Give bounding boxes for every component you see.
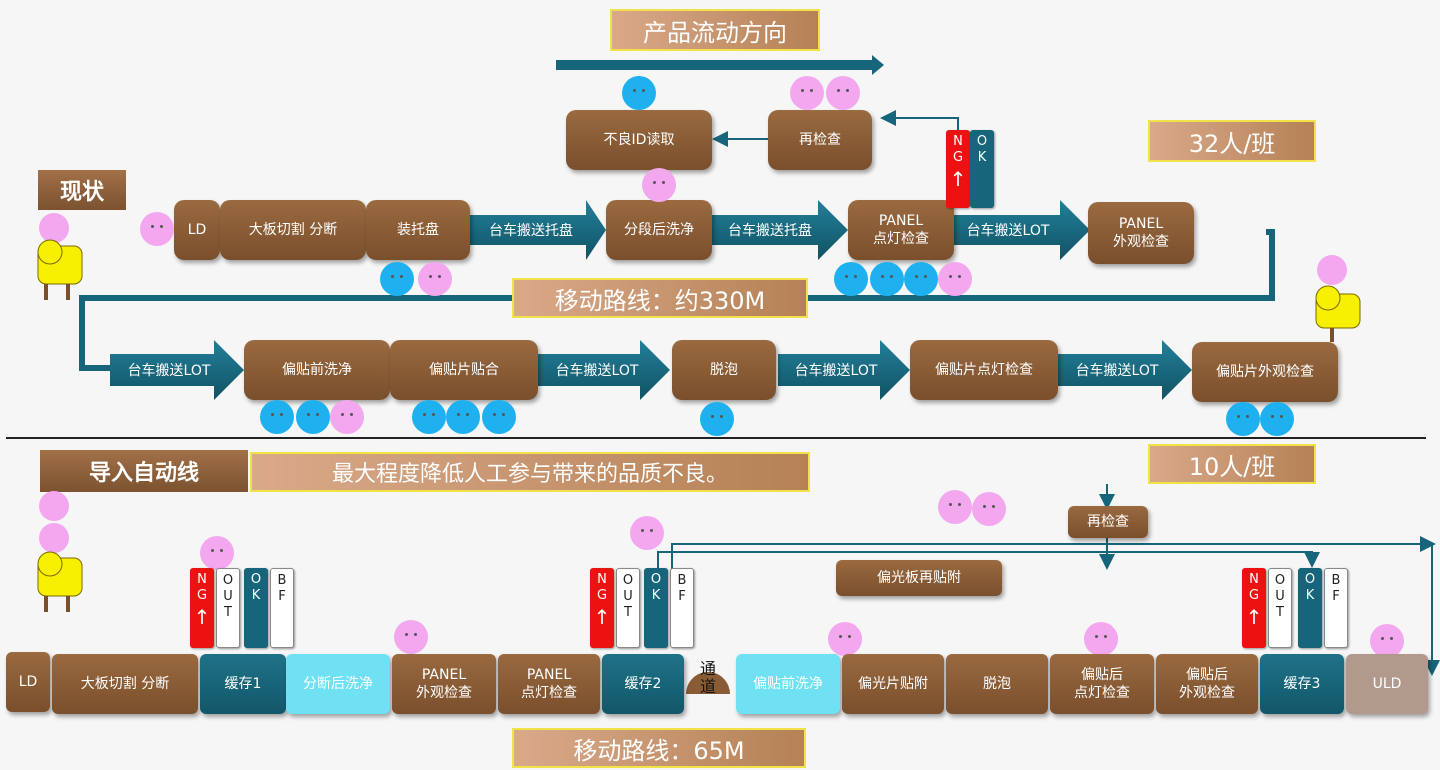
auto-step-polarizer-visual: 偏贴后 外观检查 xyxy=(1156,654,1258,714)
ng-id-reader-box: 不良ID读取 xyxy=(566,110,712,170)
worker-icon xyxy=(412,400,446,434)
flow-direction-arrow xyxy=(556,55,884,75)
auto-step-buffer3: 缓存3 xyxy=(1260,654,1344,714)
flow-direction-label: 产品流动方向 xyxy=(610,9,820,51)
worker-icon xyxy=(828,622,862,656)
step-wash: 分段后洗净 xyxy=(606,200,712,260)
auto-step-panel-visual: PANEL 外观检查 xyxy=(392,654,496,714)
worker-icon xyxy=(418,262,452,296)
current-staffing: 32人/班 xyxy=(1148,120,1316,162)
auto-section-label: 导入自动线 xyxy=(40,450,248,492)
operator-icon xyxy=(37,213,83,300)
step-cut: 大板切割 分断 xyxy=(220,200,366,260)
arrow-label-cart-lot-2: 台车搬送LOT xyxy=(127,363,211,379)
worker-icon xyxy=(482,400,516,434)
auto-step-wash: 分断后洗净 xyxy=(286,654,390,714)
step-panel-light: PANEL 点灯检查 xyxy=(848,200,954,260)
auto-slogan: 最大程度降低人工参与带来的品质不良。 xyxy=(250,452,810,492)
current-route-label: 移动路线：约330M xyxy=(512,278,808,318)
worker-icon xyxy=(140,212,174,246)
auto-step-ld: LD xyxy=(6,652,50,712)
step-polarizer-visual: 偏贴片外观检查 xyxy=(1192,342,1338,402)
auto-recheck-box: 再检查 xyxy=(1068,506,1148,538)
auto-route-label: 移动路线：65M xyxy=(512,728,806,768)
worker-icon xyxy=(826,76,860,110)
worker-icon xyxy=(834,262,868,296)
auto-staffing: 10人/班 xyxy=(1148,444,1316,484)
worker-icon xyxy=(870,262,904,296)
worker-icon xyxy=(1084,622,1118,656)
auto-step-panel-light: PANEL 点灯检查 xyxy=(498,654,600,714)
worker-icon xyxy=(622,76,656,110)
worker-icon xyxy=(380,262,414,296)
auto-step-defoam: 脱泡 xyxy=(946,654,1048,714)
worker-icon xyxy=(790,76,824,110)
worker-icon xyxy=(446,400,480,434)
auto-step-buffer1: 缓存1 xyxy=(200,654,286,714)
auto-step-prewash: 偏贴前洗净 xyxy=(736,654,840,714)
step-ld: LD xyxy=(174,200,220,260)
worker-icon xyxy=(260,400,294,434)
worker-icon xyxy=(938,490,972,524)
worker-icon xyxy=(904,262,938,296)
arrow-label-cart-lot-4: 台车搬送LOT xyxy=(794,363,878,379)
recheck-box: 再检查 xyxy=(768,110,872,170)
polarizer-reattach-box: 偏光板再贴附 xyxy=(836,560,1002,596)
worker-icon xyxy=(972,492,1006,526)
worker-icon xyxy=(394,620,428,654)
step-prewash: 偏贴前洗净 xyxy=(244,340,390,400)
worker-icon xyxy=(642,168,676,202)
arrow-label-cart-lot-5: 台车搬送LOT xyxy=(1075,363,1159,379)
worker-icon xyxy=(330,400,364,434)
auto-step-buffer2: 缓存2 xyxy=(602,654,684,714)
arrow-label-cart-lot-1: 台车搬送LOT xyxy=(966,223,1050,239)
current-section-label: 现状 xyxy=(38,170,126,210)
passage-arch xyxy=(686,672,730,694)
step-attach: 偏贴片贴合 xyxy=(390,340,538,400)
worker-icon xyxy=(200,536,234,570)
worker-icon xyxy=(938,262,972,296)
worker-icon xyxy=(630,516,664,550)
passage-label: 通 道 xyxy=(699,659,716,696)
auto-step-attach: 偏光片贴附 xyxy=(842,654,944,714)
arrow-label-cart-tray-1: 台车搬送托盘 xyxy=(489,223,573,239)
auto-step-polarizer-light: 偏贴后 点灯检查 xyxy=(1050,654,1154,714)
auto-step-uld: ULD xyxy=(1346,654,1428,714)
worker-icon xyxy=(1370,624,1404,658)
operator-icon xyxy=(37,491,83,612)
worker-icon xyxy=(1226,402,1260,436)
arrow-label-cart-tray-2: 台车搬送托盘 xyxy=(728,223,812,239)
operator-icon xyxy=(1315,255,1361,342)
worker-icon xyxy=(700,402,734,436)
worker-icon xyxy=(1260,402,1294,436)
step-defoam: 脱泡 xyxy=(672,340,776,400)
auto-step-cut: 大板切割 分断 xyxy=(52,654,198,714)
arrow-label-cart-lot-3: 台车搬送LOT xyxy=(555,363,639,379)
step-polarizer-light: 偏贴片点灯检查 xyxy=(910,340,1058,400)
worker-icon xyxy=(296,400,330,434)
step-tray: 装托盘 xyxy=(366,200,470,260)
step-panel-visual: PANEL 外观检查 xyxy=(1088,202,1194,264)
